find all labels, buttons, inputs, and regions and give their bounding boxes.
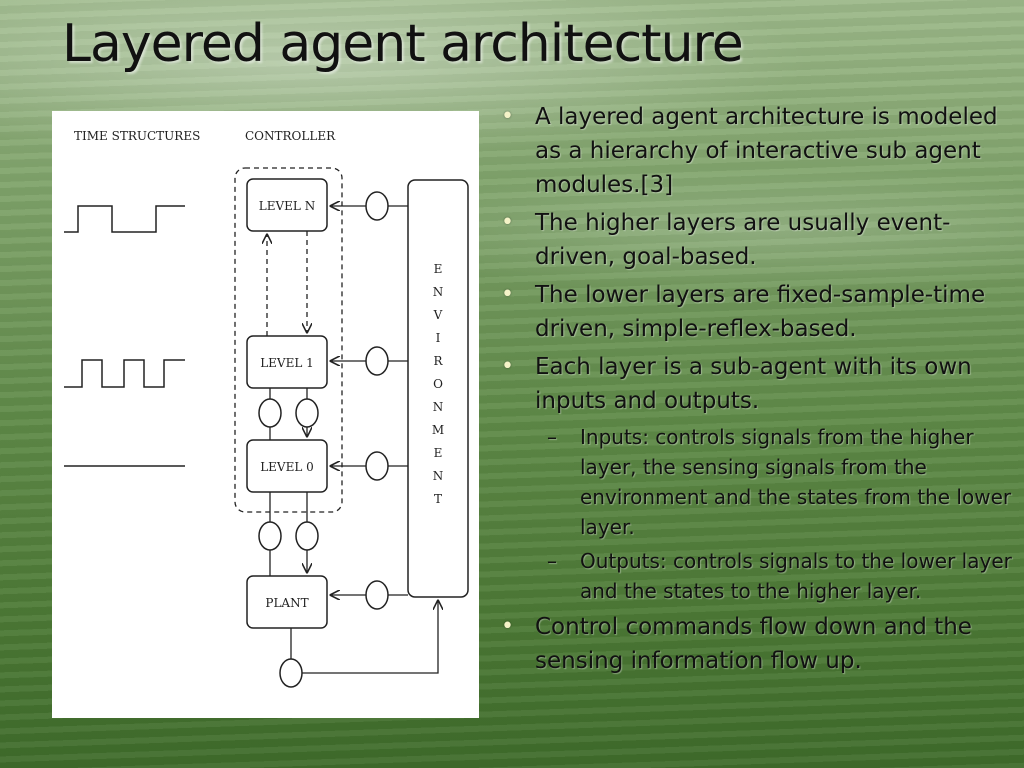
environment-box	[407, 179, 469, 598]
environment-letter: I	[436, 331, 441, 345]
bullet-text: A layered agent architecture is modeled …	[535, 104, 998, 198]
bullet-text: Control commands flow down and the sensi…	[535, 614, 972, 674]
state-ellipse	[258, 398, 282, 428]
state-ellipse	[258, 521, 282, 551]
sub-bullet-item: – Inputs: controls signals from the high…	[497, 422, 1017, 542]
bullet-item: • The higher layers are usually event-dr…	[497, 206, 1017, 274]
level-n-label: LEVEL N	[259, 199, 315, 213]
bullet-item: • Each layer is a sub-agent with its own…	[497, 350, 1017, 418]
dash-icon: –	[547, 549, 557, 573]
sub-bullet-item: – Outputs: controls signals to the lower…	[497, 546, 1017, 606]
bullet-icon: •	[501, 210, 514, 235]
plant-label: PLANT	[265, 596, 308, 610]
sub-bullet-text: Outputs: controls signals to the lower l…	[580, 549, 1012, 603]
bullet-item: • The lower layers are fixed-sample-time…	[497, 278, 1017, 346]
environment-letter: V	[433, 308, 443, 322]
bullet-icon: •	[501, 614, 514, 639]
bullet-text: The lower layers are fixed-sample-time d…	[535, 282, 986, 342]
bullet-list: • A layered agent architecture is modele…	[497, 100, 1017, 682]
bullet-item: • A layered agent architecture is modele…	[497, 100, 1017, 202]
environment-letter: E	[434, 446, 443, 460]
controller-label: CONTROLLER	[245, 129, 336, 143]
bullet-icon: •	[501, 282, 514, 307]
fast-clock-waveform	[64, 359, 185, 388]
bullet-icon: •	[501, 104, 514, 129]
environment-letter: N	[433, 400, 444, 414]
environment-letter: R	[433, 354, 443, 368]
control-ellipse	[295, 398, 319, 428]
environment-letter: N	[433, 469, 444, 483]
controller-boundary	[234, 167, 343, 513]
sensor-ellipse	[365, 191, 389, 221]
bullet-text: Each layer is a sub-agent with its own i…	[535, 354, 972, 414]
output-ellipse	[279, 658, 303, 688]
sub-bullet-text: Inputs: controls signals from the higher…	[580, 425, 1012, 539]
sensor-ellipse	[365, 346, 389, 376]
level-1-label: LEVEL 1	[260, 356, 314, 370]
environment-letter: N	[433, 285, 444, 299]
actuator-ellipse	[365, 580, 389, 610]
bullet-item: • Control commands flow down and the sen…	[497, 610, 1017, 678]
bullet-text: The higher layers are usually event-driv…	[535, 210, 951, 270]
control-ellipse	[295, 521, 319, 551]
environment-letter: M	[432, 423, 444, 437]
environment-letter: T	[434, 492, 442, 506]
environment-letter: E	[434, 262, 443, 276]
time-structures-label: TIME STRUCTURES	[74, 129, 200, 143]
slow-clock-waveform	[64, 205, 185, 233]
sensor-ellipse	[365, 451, 389, 481]
bullet-icon: •	[501, 354, 514, 379]
feedback-arrow	[302, 601, 438, 674]
environment-label: E N V I R O N M E N T	[432, 262, 444, 506]
architecture-diagram: TIME STRUCTURES CONTROLLER LEVEL N LEVEL…	[64, 129, 469, 688]
architecture-figure: TIME STRUCTURES CONTROLLER LEVEL N LEVEL…	[52, 111, 479, 718]
slide-title: Layered agent architecture	[62, 14, 744, 74]
environment-letter: O	[433, 377, 443, 391]
dash-icon: –	[547, 425, 557, 449]
level-0-label: LEVEL 0	[260, 460, 314, 474]
